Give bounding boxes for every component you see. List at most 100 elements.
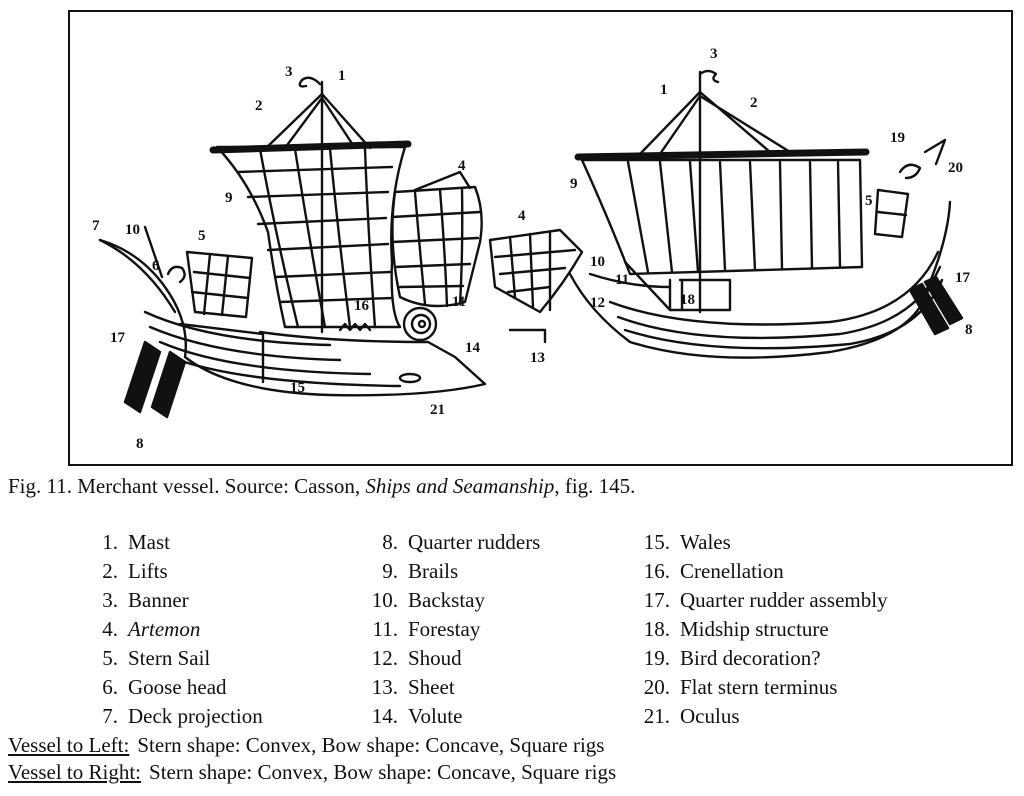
legend-item: 15. Wales [634, 528, 888, 557]
figure-caption: Fig. 11. Merchant vessel. Source: Casson… [8, 474, 635, 499]
legend-number: 14. [371, 704, 398, 728]
svg-text:5: 5 [198, 228, 206, 244]
svg-text:21: 21 [430, 402, 445, 418]
svg-text:10: 10 [125, 222, 140, 238]
legend-column-3: 15. Wales 16. Crenellation 17. Quarter rudd… [634, 528, 888, 731]
svg-text:3: 3 [710, 46, 718, 62]
legend-label: Brails [408, 559, 459, 583]
legend-label: Flat stern terminus [680, 675, 838, 699]
svg-text:8: 8 [965, 322, 973, 338]
legend-number: 18. [643, 617, 670, 641]
caption-source-title: Ships and Seamanship [365, 474, 555, 498]
svg-text:16: 16 [354, 298, 370, 314]
svg-text:8: 8 [136, 436, 144, 452]
legend-column-2: 8. Quarter rudders 9. Brails 10.Backstay 1… [362, 528, 541, 731]
svg-text:17: 17 [955, 270, 971, 286]
svg-text:13: 13 [530, 350, 545, 366]
legend-label: Oculus [680, 704, 740, 728]
legend-item: 9. Brails [362, 557, 540, 586]
legend-item: 1. Mast [88, 528, 263, 557]
ship-drawing: 1 3 2 4 9 7 10 6 5 11 16 17 15 14 21 8 1… [92, 46, 973, 452]
right-vessel [488, 69, 964, 359]
legend-number: 5. [102, 646, 118, 670]
legend-label: Lifts [128, 559, 168, 583]
legend-item: 18. Midship structure [634, 615, 888, 644]
legend-number: 1. [102, 530, 118, 554]
svg-text:12: 12 [590, 295, 605, 311]
legend-item: 10.Backstay [362, 586, 540, 615]
legend-label: Backstay [408, 588, 485, 612]
svg-text:3: 3 [285, 64, 293, 80]
legend-column-1: 1. Mast 2. Lifts 3. Banner 4. Artemon 5.Ster… [88, 528, 263, 731]
legend-label: Deck projection [128, 704, 263, 728]
vessel-left-label: Vessel to Left: [8, 733, 130, 757]
svg-text:5: 5 [865, 193, 873, 209]
legend-item: 3. Banner [88, 586, 263, 615]
svg-text:11: 11 [452, 294, 466, 310]
svg-text:9: 9 [570, 176, 578, 192]
vessel-left-description: Vessel to Left: Stern shape: Convex, Bow … [8, 733, 604, 758]
legend-number: 7. [102, 704, 118, 728]
svg-text:2: 2 [750, 95, 758, 111]
legend-label: Volute [408, 704, 463, 728]
figure-illustration: 1 3 2 4 9 7 10 6 5 11 16 17 15 14 21 8 1… [68, 10, 1013, 466]
legend-item: 16. Crenellation [634, 557, 888, 586]
legend-label: Midship structure [680, 617, 829, 641]
svg-text:11: 11 [615, 272, 629, 288]
legend-number: 6. [102, 675, 118, 699]
svg-text:10: 10 [590, 254, 605, 270]
legend-label: Quarter rudder assembly [680, 588, 888, 612]
legend-label: Banner [128, 588, 189, 612]
legend-item: 2. Lifts [88, 557, 263, 586]
svg-text:6: 6 [152, 258, 160, 274]
svg-text:17: 17 [110, 330, 126, 346]
legend-number: 9. [382, 559, 398, 583]
legend-number: 17. [643, 588, 670, 612]
legend-label: Bird decoration? [680, 646, 821, 670]
svg-text:9: 9 [225, 190, 233, 206]
left-vessel [98, 76, 487, 419]
legend-number: 16. [643, 559, 670, 583]
legend-label: Shoud [408, 646, 462, 670]
legend-number: 20. [643, 675, 670, 699]
legend-label: Mast [128, 530, 170, 554]
legend-item: 12. Shoud [362, 644, 540, 673]
svg-text:1: 1 [660, 82, 668, 98]
legend-number: 19. [643, 646, 670, 670]
legend-item: 13.Sheet [362, 673, 540, 702]
legend-number: 12. [371, 646, 398, 670]
vessel-right-description: Vessel to Right:Stern shape: Convex, Bow… [8, 760, 616, 785]
legend-label: Artemon [128, 617, 201, 641]
legend-number: 2. [102, 559, 118, 583]
legend-item: 4. Artemon [88, 615, 263, 644]
legend-item: 17. Quarter rudder assembly [634, 586, 888, 615]
legend-item: 19. Bird decoration? [634, 644, 888, 673]
legend-label: Quarter rudders [408, 530, 541, 554]
legend-item: 5.Stern Sail [88, 644, 263, 673]
callout-labels: 1 3 2 4 9 7 10 6 5 11 16 17 15 14 21 8 1… [92, 46, 973, 452]
legend-item: 20. Flat stern terminus [634, 673, 888, 702]
legend-item: 8. Quarter rudders [362, 528, 540, 557]
legend-number: 8. [382, 530, 398, 554]
svg-text:18: 18 [680, 292, 695, 308]
legend-item: 21.Oculus [634, 702, 888, 731]
legend-label: Crenellation [680, 559, 784, 583]
svg-text:1: 1 [338, 68, 346, 84]
svg-text:15: 15 [290, 380, 305, 396]
svg-text:7: 7 [92, 218, 100, 234]
svg-text:2: 2 [255, 98, 263, 114]
legend-item: 6.Goose head [88, 673, 263, 702]
legend-label: Wales [680, 530, 731, 554]
legend-item: 7. Deck projection [88, 702, 263, 731]
vessel-right-text: Stern shape: Convex, Bow shape: Concave,… [149, 760, 617, 784]
legend-label: Forestay [408, 617, 481, 641]
svg-text:4: 4 [458, 158, 466, 174]
legend-number: 3. [102, 588, 118, 612]
legend-item: 14. Volute [362, 702, 540, 731]
vessel-left-text: Stern shape: Convex, Bow shape: Concave,… [137, 733, 605, 757]
legend-number: 15. [643, 530, 670, 554]
legend-label: Sheet [408, 675, 455, 699]
svg-text:14: 14 [465, 340, 481, 356]
legend-number: 4. [102, 617, 118, 641]
svg-text:20: 20 [948, 160, 963, 176]
